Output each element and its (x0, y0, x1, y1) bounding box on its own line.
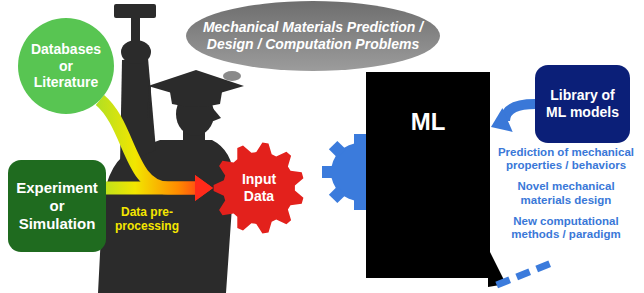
thought-cloud: Mechanical Materials Prediction / Design… (185, 0, 441, 72)
output-list: Prediction of mechanical properties / be… (491, 146, 641, 241)
arrow-head (195, 175, 213, 201)
node-text: Library of ML models (540, 87, 625, 121)
thought-bubble (223, 71, 241, 81)
arrow-shaft (106, 182, 197, 195)
node-text: ML (378, 108, 478, 137)
process-label: Data pre-processing (108, 206, 186, 234)
output-tiles (495, 261, 551, 289)
gear-shape (214, 143, 304, 234)
node-text: Experiment or Simulation (12, 179, 102, 233)
arrow-head (195, 175, 213, 201)
flow-arrow (106, 175, 213, 201)
output-label: Novel mechanical materials design (491, 180, 641, 206)
node-text: Mechanical Materials Prediction / Design… (201, 19, 425, 53)
flow-arrow (491, 104, 535, 132)
ml-block: ML (366, 72, 490, 278)
arrow-shaft (100, 100, 197, 188)
source-circle: Databases or Literature (18, 18, 114, 114)
flow-arrow (100, 100, 213, 201)
cloud-shape (186, 1, 440, 71)
source-box: Experiment or Simulation (8, 160, 106, 252)
input-gear: Input Data (213, 142, 305, 234)
output-label: New computational methods / paradigm (491, 215, 641, 241)
node-text: Databases or Literature (25, 41, 107, 91)
output-label: Prediction of mechanical properties / be… (491, 146, 641, 172)
arrow-head (491, 108, 513, 132)
arrow-shaft (505, 104, 535, 121)
node-text: Input Data (229, 171, 289, 205)
model-library-box: Library of ML models (535, 65, 630, 143)
